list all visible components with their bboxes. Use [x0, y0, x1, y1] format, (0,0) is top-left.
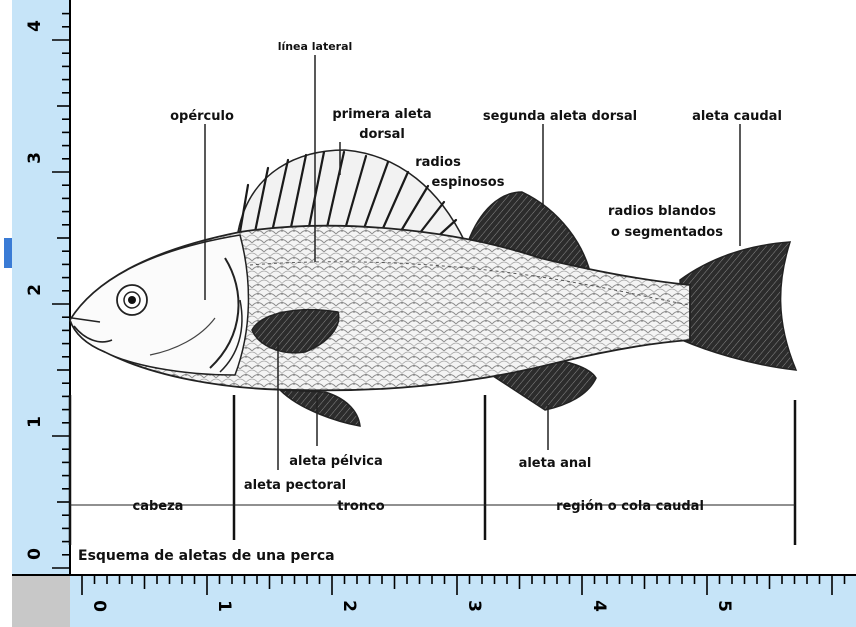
label-espinosos: espinosos: [432, 175, 505, 190]
region-tail-label: región o cola caudal: [556, 499, 704, 514]
bottom-ruler-number: 5: [714, 600, 734, 612]
left-ruler-number: 1: [25, 416, 45, 428]
label-aleta-anal: aleta anal: [519, 456, 592, 471]
left-ruler-number: 4: [25, 20, 45, 32]
label-dorsal: dorsal: [359, 127, 405, 142]
eye: [117, 285, 147, 315]
bottom-ruler-number: 2: [339, 600, 359, 612]
label-segunda-aleta-dorsal: segunda aleta dorsal: [483, 109, 637, 124]
left-ruler: 4 3 2 1 0: [4, 0, 70, 575]
region-trunk-label: tronco: [337, 499, 385, 514]
ruler-corner: [12, 575, 70, 627]
body-regions: cabeza tronco región o cola caudal: [70, 395, 795, 545]
left-ruler-number: 2: [25, 284, 45, 296]
caudal-fin: [680, 242, 796, 370]
label-linea-lateral: línea lateral: [278, 40, 353, 53]
bottom-ruler-number: 0: [89, 600, 109, 612]
ruler-edge-marker: [4, 238, 12, 268]
bottom-ruler-number: 3: [464, 600, 484, 612]
label-operculo: opérculo: [170, 109, 234, 124]
label-primera-aleta: primera aleta: [332, 107, 431, 122]
label-aleta-caudal: aleta caudal: [692, 109, 782, 124]
label-aleta-pelvica: aleta pélvica: [289, 454, 383, 469]
diagram-caption: Esquema de aletas de una perca: [78, 548, 335, 564]
left-ruler-number: 3: [25, 152, 45, 164]
bottom-ruler-number: 4: [589, 600, 609, 612]
pelvic-fin: [280, 390, 360, 426]
label-o-segmentados: o segmentados: [611, 225, 723, 240]
bottom-ruler: 0 1 2 3 4 5: [12, 575, 856, 627]
label-radios-blandos: radios blandos: [608, 204, 716, 219]
bottom-ruler-number: 1: [214, 600, 234, 612]
fish-illustration: [70, 150, 796, 426]
region-head-label: cabeza: [133, 499, 184, 514]
label-aleta-pectoral: aleta pectoral: [244, 478, 346, 493]
label-radios: radios: [415, 155, 461, 170]
left-ruler-number: 0: [25, 548, 45, 560]
